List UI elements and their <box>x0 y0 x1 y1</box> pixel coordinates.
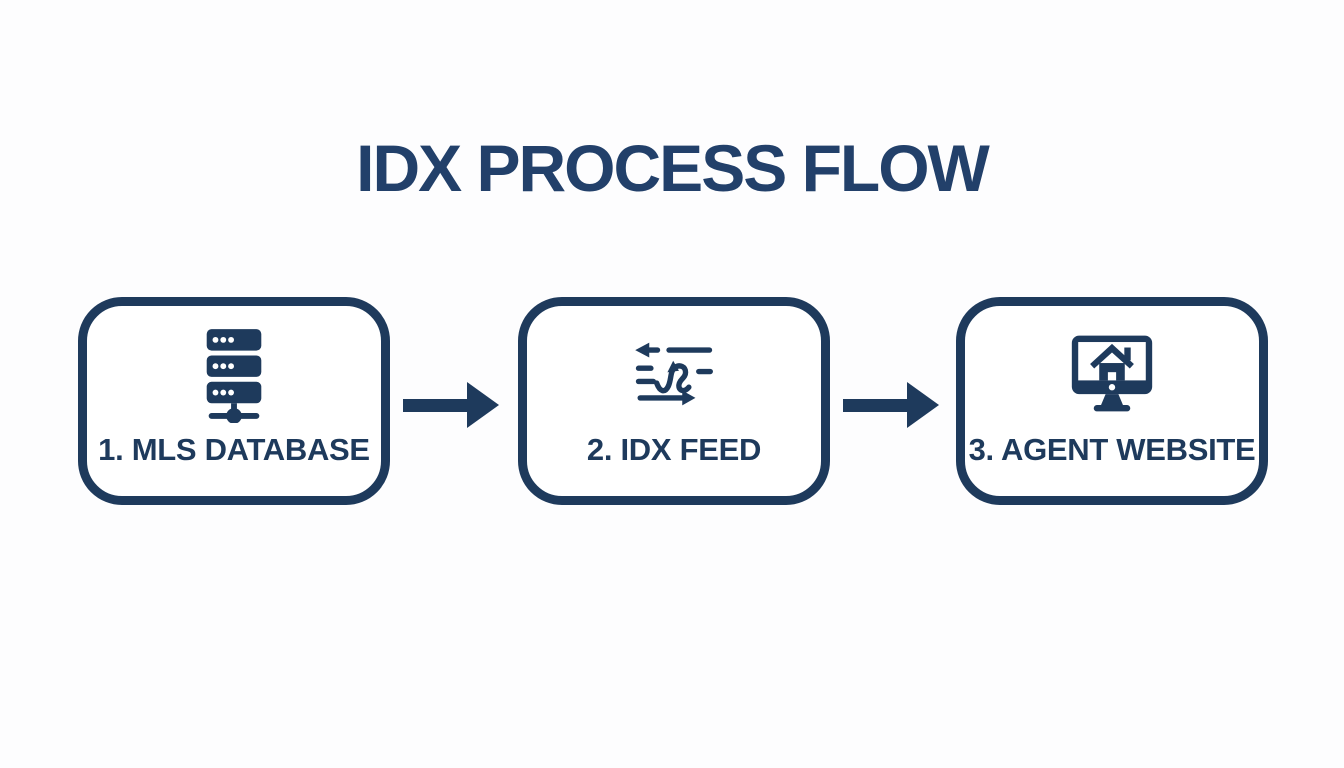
step-label-agent-website: 3. AGENT WEBSITE <box>968 432 1256 467</box>
step-box-mls-database: 1. MLS DATABASE <box>78 297 390 505</box>
flow-arrow-right-icon <box>843 382 941 428</box>
step-box-agent-website: 3. AGENT WEBSITE <box>956 297 1268 505</box>
diagram-title: IDX PROCESS FLOW <box>356 131 990 205</box>
data-feed-icon <box>630 322 718 426</box>
arrow-shaft <box>843 398 907 412</box>
arrow-shaft <box>403 398 467 412</box>
monitor-house-icon <box>1066 322 1158 426</box>
step-label-idx-feed: 2. IDX FEED <box>586 432 762 467</box>
step-label-mls-database: 1. MLS DATABASE <box>98 432 370 467</box>
flow-arrow-right-icon <box>403 382 501 428</box>
arrow-head <box>907 382 939 428</box>
arrow-head <box>467 382 499 428</box>
server-database-icon <box>195 322 273 426</box>
step-box-idx-feed: 2. IDX FEED <box>518 297 830 505</box>
